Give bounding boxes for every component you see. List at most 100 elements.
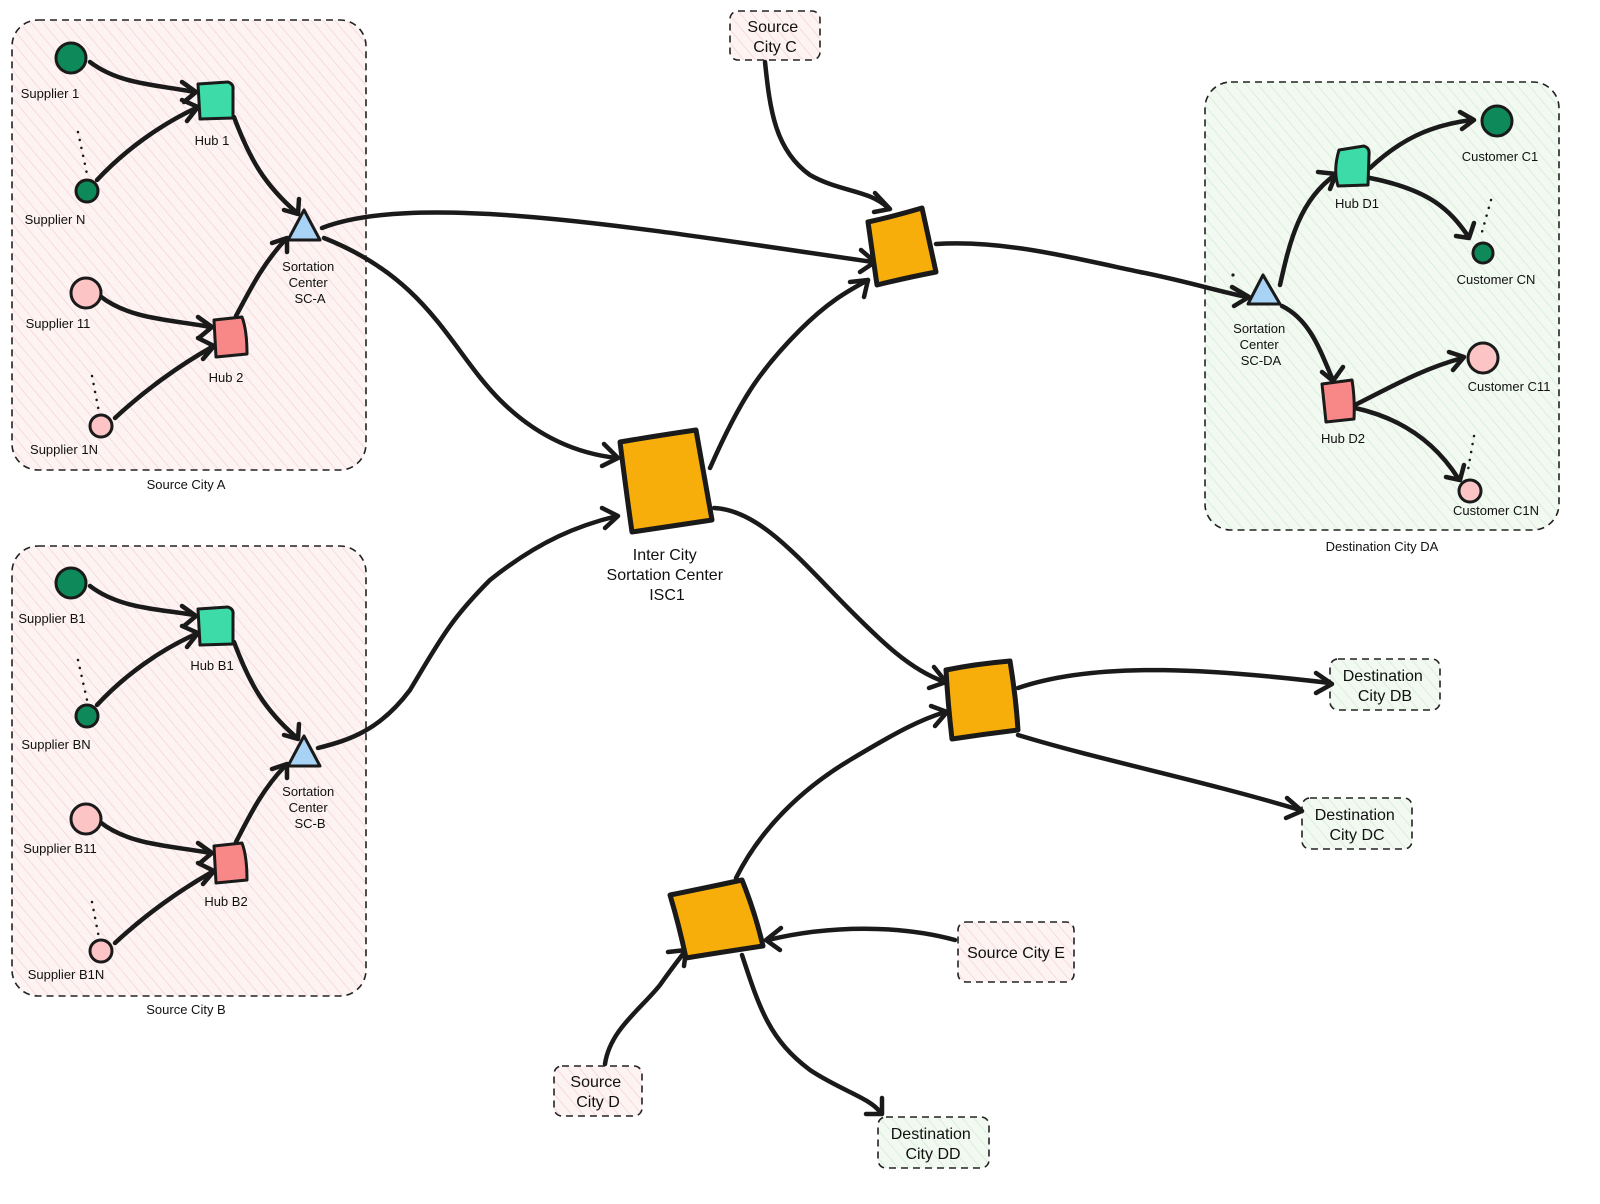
arrowhead — [1283, 795, 1305, 821]
region-source-city-a — [11, 19, 367, 471]
box-destination-city-dd-label: Destination City DD — [891, 1126, 976, 1163]
label-supplier-11: Supplier 11 — [26, 316, 91, 331]
label-hub-d2: Hub D2 — [1321, 431, 1365, 446]
edge-hub-d1-customer-c1 — [1367, 117, 1475, 171]
arrowhead — [1446, 349, 1467, 373]
ellipsis-dots — [1480, 198, 1493, 234]
label-hub-2: Hub 2 — [209, 370, 244, 385]
box-source-city-c-label: Source City C — [747, 19, 802, 56]
arrowhead — [599, 441, 621, 469]
arrowhead — [1319, 364, 1346, 384]
edge-right-isc-dest-db — [1015, 667, 1333, 691]
edge-supplier-bn-hub-b1 — [94, 631, 199, 708]
isc-node-bottom — [667, 877, 766, 961]
edges — [87, 59, 1477, 1117]
box-source-city-d — [553, 1065, 643, 1117]
edge-hub-d2-customer-c11 — [1352, 355, 1465, 408]
box-destination-city-dd — [877, 1116, 990, 1169]
isc-node-top — [865, 205, 939, 288]
edge-sc-da-hub-d2 — [1279, 303, 1335, 381]
arrowhead — [1457, 109, 1477, 132]
label-hub-b1: Hub B1 — [190, 658, 233, 673]
box-source-city-e-label: Source City E — [967, 945, 1065, 962]
region-label-source-city-a: Source City A — [147, 477, 226, 492]
arrowhead — [1229, 284, 1252, 309]
supplier-node — [54, 41, 88, 75]
arrowhead — [763, 925, 784, 953]
edge-sc-a-isc1 — [321, 235, 620, 461]
edge-supplier-11-hub-2 — [97, 293, 213, 330]
edge-isc1-right-isc — [711, 505, 948, 685]
label-supplier-b11: Supplier B11 — [23, 841, 96, 856]
edge-supplier-n-hub-1 — [94, 105, 199, 183]
label-sortation-center-sc-b: Sortation Center SC-B — [282, 784, 338, 831]
box-destination-city-db-label: Destination City DB — [1343, 668, 1428, 705]
edge-sc-a-top-isc — [319, 210, 876, 265]
supplier-node — [69, 802, 103, 836]
region-label-destination-city-da: Destination City DA — [1326, 539, 1439, 554]
label-supplier-b1n: Supplier B1N — [28, 967, 105, 982]
ellipsis-dots — [76, 130, 89, 176]
edge-isc1-top-isc — [707, 277, 871, 471]
edge-right-isc-dest-dc — [1015, 732, 1303, 813]
edge-hub-d2-customer-c1n — [1352, 405, 1461, 481]
label-supplier-b1: Supplier B1 — [18, 611, 85, 626]
box-source-city-e — [957, 921, 1075, 983]
edge-top-isc-sc-da — [933, 241, 1250, 300]
region-destination-city-da — [1204, 81, 1560, 531]
label-hub-1: Hub 1 — [195, 133, 230, 148]
hub-node — [212, 315, 249, 359]
customer-node — [1480, 104, 1514, 138]
supplier-node — [69, 276, 103, 310]
arrowhead — [1453, 220, 1477, 241]
edge-sc-da-hub-d1 — [1277, 172, 1338, 288]
arrowhead — [179, 603, 199, 629]
edge-hub-d1-customer-cn — [1367, 175, 1471, 239]
arrowhead — [195, 840, 215, 866]
edge-source-e-bottom-isc — [765, 926, 958, 943]
supplier-node — [54, 566, 88, 600]
label-isc1: Inter City Sortation Center ISC1 — [607, 547, 728, 604]
region-source-city-b — [11, 545, 367, 997]
label-hub-d1: Hub D1 — [1335, 196, 1379, 211]
sortation-center-node — [286, 734, 322, 768]
arrowhead — [1443, 462, 1467, 483]
edge-sc-b-isc1 — [315, 513, 620, 751]
supplier-node — [74, 703, 100, 729]
edge-hub-1-sc-a — [231, 114, 299, 215]
edge-supplier-1-hub-1 — [87, 59, 197, 95]
edge-hub-b2-sc-b — [233, 763, 288, 845]
arrowhead — [281, 721, 302, 742]
ellipsis-dots — [1231, 273, 1235, 277]
label-customer-cn: Customer CN — [1457, 272, 1536, 287]
sortation-center-node — [1246, 273, 1282, 306]
customer-node — [1457, 478, 1483, 504]
edge-source-c-top-isc — [762, 59, 891, 211]
arrowhead — [195, 314, 215, 340]
arrowhead — [599, 505, 621, 531]
edge-bottom-isc-dest-dd — [739, 952, 883, 1115]
label-supplier-1n: Supplier 1N — [30, 442, 98, 457]
edge-hub-2-sc-a — [233, 237, 288, 319]
arrowhead — [269, 761, 290, 781]
supplier-node — [88, 938, 114, 964]
edge-supplier-b1-hub-b1 — [87, 583, 197, 618]
edge-hub-b1-sc-b — [231, 639, 299, 740]
isc-node-isc1 — [617, 427, 715, 535]
arrowhead — [863, 1095, 885, 1117]
label-sortation-center-sc-a: Sortation Center SC-A — [282, 259, 338, 306]
box-destination-city-dc-label: Destination City DC — [1315, 807, 1400, 844]
arrowhead — [871, 190, 893, 215]
arrowhead — [281, 196, 302, 217]
edge-bottom-isc-right-isc — [733, 709, 948, 881]
edge-supplier-b1n-hub-b2 — [112, 869, 215, 946]
label-supplier-n: Supplier N — [25, 212, 86, 227]
hub-node — [196, 605, 235, 647]
customer-node — [1471, 241, 1495, 265]
hub-node — [1320, 378, 1356, 424]
edge-supplier-1n-hub-2 — [112, 344, 215, 421]
label-supplier-bn: Supplier BN — [21, 737, 90, 752]
supplier-node — [74, 178, 100, 204]
box-source-city-c — [729, 10, 821, 61]
